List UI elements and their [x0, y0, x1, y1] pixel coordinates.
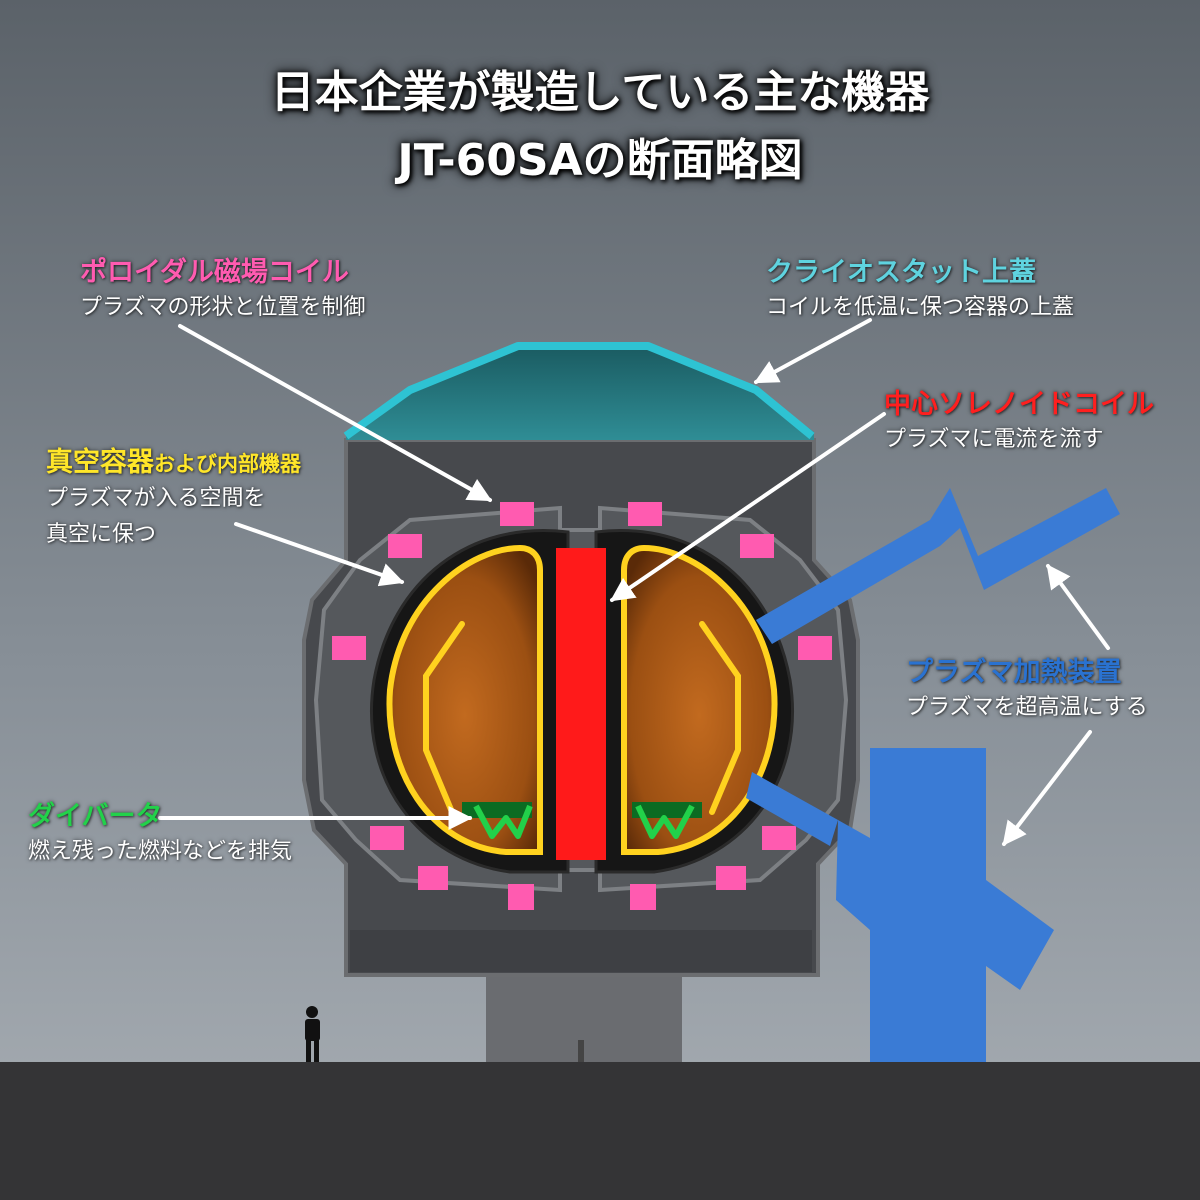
label-divertor: ダイバータ 燃え残った燃料などを排気 — [28, 800, 292, 870]
arrow-vessel — [234, 522, 405, 587]
label-heading: 中心ソレノイドコイル — [884, 389, 1154, 420]
title-line-1: 日本企業が製造している主な機器 — [270, 67, 930, 118]
poloidal-coil — [716, 866, 746, 890]
cryostat-top-lid-rim — [343, 342, 815, 440]
base-pedestal-gap — [578, 1040, 584, 1062]
human-silhouette-icon — [305, 1006, 320, 1062]
poloidal-field-coils — [332, 502, 832, 910]
label-heading: ポロイダル磁場コイル — [80, 257, 349, 288]
ground — [0, 1062, 1200, 1200]
title-line-2: JT-60SAの断面略図 — [397, 135, 803, 186]
arrow-poloidal — [178, 324, 493, 502]
label-heading: 真空容器および内部機器 — [46, 446, 301, 481]
poloidal-coil — [388, 534, 422, 558]
label-heading-small: および内部機器 — [154, 452, 301, 476]
poloidal-coil — [370, 826, 404, 850]
label-description: 燃え残った燃料などを排気 — [28, 839, 293, 864]
label-description: プラズマの形状と位置を制御 — [80, 295, 366, 320]
arrow-heating-upper — [1046, 564, 1110, 650]
label-heading-main: 真空容器 — [46, 447, 154, 478]
cryostat-lower-shadow — [350, 930, 812, 972]
arrow-cryostat — [753, 318, 872, 384]
poloidal-coil — [630, 884, 656, 910]
label-heading: クライオスタット上蓋 — [766, 257, 1036, 288]
plasma-chamber-right — [621, 544, 778, 855]
heating-beamline-lower — [746, 772, 838, 846]
label-description: プラズマに電流を流す — [884, 427, 1104, 452]
arrow-solenoid — [610, 412, 886, 602]
plasma-boundary-line-right — [699, 621, 741, 815]
poloidal-coil — [798, 636, 832, 660]
heating-unit-body — [836, 748, 1054, 1062]
label-description-1: プラズマが入る空間を — [46, 486, 266, 511]
arrow-heating-lower — [1002, 730, 1092, 846]
label-central-solenoid: 中心ソレノイドコイル プラズマに電流を流す — [884, 388, 1154, 458]
label-description: プラズマを超高温にする — [906, 695, 1148, 720]
central-solenoid-coil — [556, 548, 606, 860]
divertor-right — [632, 802, 702, 839]
divertor-left — [462, 802, 533, 839]
poloidal-coil — [418, 866, 448, 890]
plasma-heating-system — [746, 488, 1120, 1062]
plasma-chamber-left — [386, 544, 543, 855]
callout-arrows — [158, 318, 1110, 846]
poloidal-coil — [740, 534, 774, 558]
label-description: コイルを低温に保つ容器の上蓋 — [766, 295, 1075, 320]
poloidal-coil — [332, 636, 366, 660]
plasma-boundary-line-left — [423, 621, 465, 815]
label-vacuum-vessel: 真空容器および内部機器 プラズマが入る空間を 真空に保つ — [46, 446, 301, 553]
label-cryostat-lid: クライオスタット上蓋 コイルを低温に保つ容器の上蓋 — [766, 256, 1074, 326]
poloidal-coil — [762, 826, 796, 850]
label-heading: ダイバータ — [28, 801, 163, 832]
poloidal-coil — [508, 884, 534, 910]
label-description-2: 真空に保つ — [46, 522, 157, 547]
label-poloidal-coil: ポロイダル磁場コイル プラズマの形状と位置を制御 — [80, 256, 366, 326]
heating-beamline-upper — [756, 488, 1120, 644]
label-plasma-heating: プラズマ加熱装置 プラズマを超高温にする — [906, 656, 1148, 726]
label-heading: プラズマ加熱装置 — [906, 657, 1122, 688]
poloidal-coil — [500, 502, 534, 526]
poloidal-coil — [628, 502, 662, 526]
